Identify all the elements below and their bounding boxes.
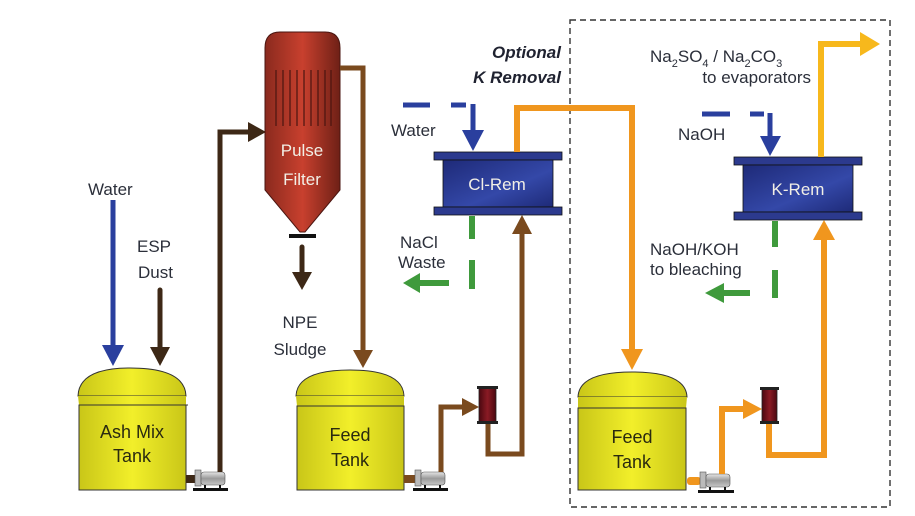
pulse-label: Pulse — [281, 141, 324, 160]
optional-k-removal-boundary — [569, 19, 891, 508]
water-label-mid: Water — [391, 121, 436, 140]
waste-label: Waste — [398, 253, 446, 272]
filtrate-to-feed-tank-line — [340, 65, 373, 368]
na2so4-na2co3-label: Na2SO4 / Na2CO3 — [650, 47, 782, 70]
naoh-koh-to-bleaching-arrow — [705, 221, 778, 303]
pump-icon-3 — [687, 471, 734, 493]
sludge-label: Sludge — [274, 340, 327, 359]
npe-label: NPE — [283, 313, 318, 332]
cl-rem-label: Cl-Rem — [468, 175, 526, 194]
ash-mix-tank — [77, 367, 188, 491]
esp-label: ESP — [137, 237, 171, 256]
pump-icon-1 — [186, 469, 228, 491]
slurry-to-filter-line — [217, 122, 266, 472]
feed-tank-1-label-2: Tank — [331, 450, 370, 470]
dust-label: Dust — [138, 263, 173, 282]
cartridge-filter-2 — [760, 387, 779, 424]
feed-tank-2-label-1: Feed — [611, 427, 652, 447]
cl-rem-unit — [433, 151, 563, 216]
water-inlet-arrow — [102, 200, 124, 366]
pulse-filter — [264, 31, 341, 238]
k-rem-unit — [733, 156, 863, 221]
optional-label: Optional — [492, 43, 562, 62]
naoh-koh-label: NaOH/KOH — [650, 240, 739, 259]
feed-to-cl-rem-line — [438, 215, 532, 472]
ash-mix-tank-label-1: Ash Mix — [100, 422, 164, 442]
cartridge-filter-1 — [477, 386, 498, 424]
cl-rem-to-feed-tank-2-line — [514, 105, 643, 370]
water-to-cl-rem-arrow — [403, 102, 484, 151]
water-label-left: Water — [88, 180, 133, 199]
pump-icon-2 — [404, 469, 448, 491]
feed-tank-1 — [295, 369, 405, 491]
ash-mix-tank-label-2: Tank — [113, 446, 152, 466]
feed-tank-1-label-1: Feed — [329, 425, 370, 445]
k-removal-label: K Removal — [473, 68, 562, 87]
to-bleaching-label: to bleaching — [650, 260, 742, 279]
to-evaporators-label: to evaporators — [702, 68, 811, 87]
feed-to-k-rem-line — [719, 220, 835, 474]
feed-tank-2-label-2: Tank — [613, 452, 652, 472]
naoh-to-k-rem-arrow — [702, 111, 781, 156]
esp-dust-arrow — [150, 287, 170, 366]
k-rem-label: K-Rem — [772, 180, 825, 199]
naoh-label: NaOH — [678, 125, 725, 144]
nacl-label: NaCl — [400, 233, 438, 252]
nacl-waste-arrow — [403, 216, 475, 293]
sulfate-carbonate-to-evaporators-arrow — [818, 32, 880, 157]
filter-label: Filter — [283, 170, 321, 189]
feed-tank-2 — [577, 371, 688, 491]
npe-sludge-arrow — [292, 244, 312, 290]
